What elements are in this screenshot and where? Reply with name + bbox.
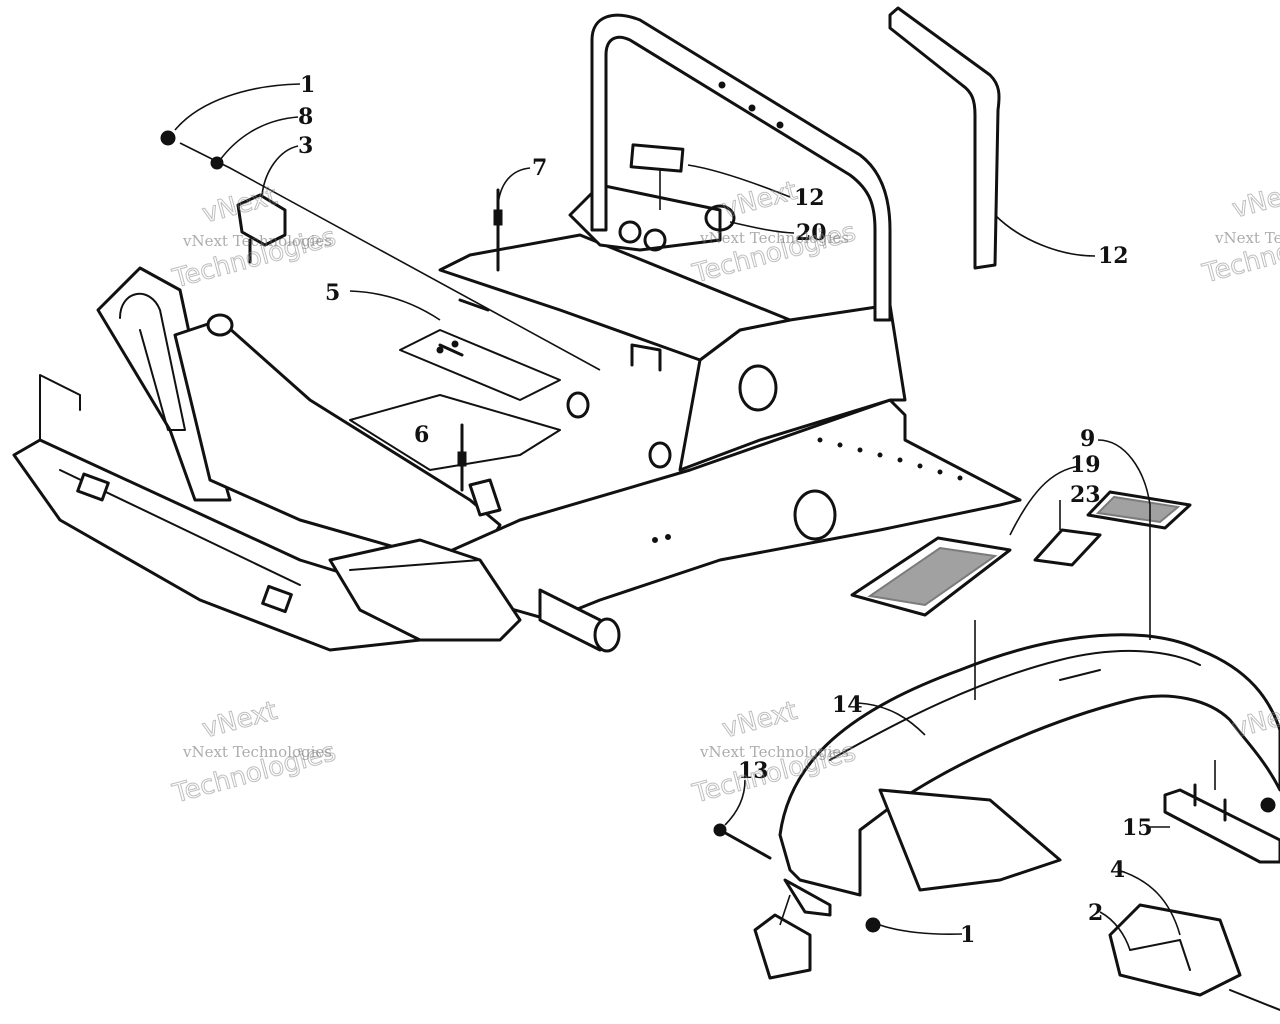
callout-9: 9 xyxy=(1080,426,1095,452)
callout-19: 19 xyxy=(1070,452,1101,478)
callout-1-top: 1 xyxy=(300,72,315,98)
callout-14: 14 xyxy=(832,692,863,718)
grab-handle xyxy=(888,6,1001,270)
watermark-line1: vNext xyxy=(719,696,800,745)
callout-13: 13 xyxy=(738,758,769,784)
callout-12-right: 12 xyxy=(1098,243,1129,269)
callout-1-bottom: 1 xyxy=(960,922,975,948)
chassis-frame xyxy=(12,183,1022,653)
leader-lines xyxy=(174,83,1216,951)
callout-4: 4 xyxy=(1110,857,1125,883)
callout-7: 7 xyxy=(532,155,547,181)
callout-12-upper: 12 xyxy=(794,185,825,211)
callout-labels: 1 8 3 7 12 20 12 5 6 9 19 23 14 13 15 4 … xyxy=(298,72,1153,948)
watermark-small: vNext Technologies xyxy=(699,229,849,247)
callout-3: 3 xyxy=(298,133,313,159)
watermark-small: vNext Technologies xyxy=(699,743,849,761)
watermark-line1: vNext xyxy=(199,696,280,745)
watermark-line1: vNext xyxy=(719,176,800,225)
watermark-small: vNext Technologies xyxy=(182,232,332,250)
callout-15: 15 xyxy=(1122,815,1153,841)
callout-20: 20 xyxy=(796,220,827,246)
watermark-small: vNext Technologies xyxy=(182,743,332,761)
callout-23: 23 xyxy=(1070,482,1101,508)
watermark-small: vNext Technologies xyxy=(1214,229,1280,247)
watermark-line1: vNext xyxy=(1229,176,1280,225)
rivet-dots xyxy=(436,340,963,543)
callout-2: 2 xyxy=(1088,900,1103,926)
watermark-line2: Technologies xyxy=(1199,217,1280,289)
callout-5: 5 xyxy=(325,280,340,306)
bracket-parts xyxy=(713,783,1280,1011)
callout-8: 8 xyxy=(298,104,313,130)
rear-flap xyxy=(778,633,1280,917)
seat-hoop xyxy=(590,13,892,322)
decals xyxy=(850,490,1192,617)
callout-6: 6 xyxy=(414,422,429,448)
